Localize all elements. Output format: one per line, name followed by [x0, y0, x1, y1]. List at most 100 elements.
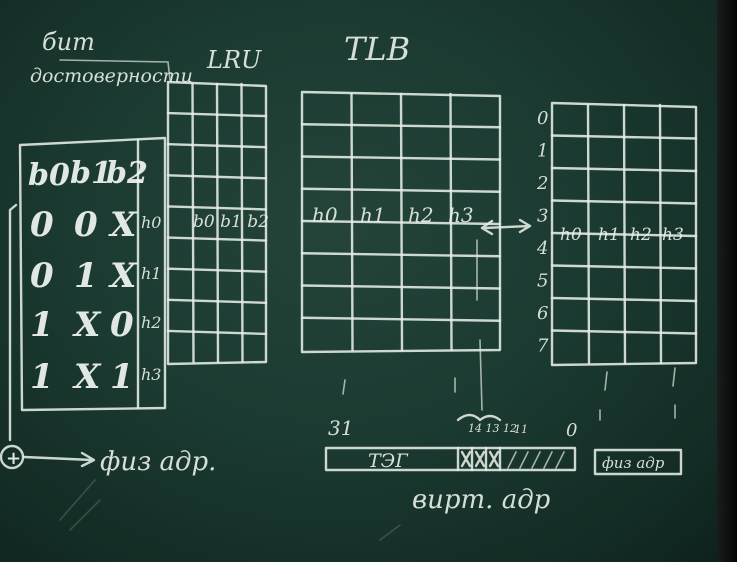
set-grid-col-line — [658, 103, 663, 365]
set-grid-row-line — [550, 329, 698, 335]
lru-row-label: b0 b1 b2 — [193, 212, 269, 232]
tlb-grid — [300, 90, 502, 354]
set-grid-row-line — [550, 296, 698, 303]
truth-b1-fourth: X — [72, 357, 102, 397]
truth-b2-second: X — [108, 256, 138, 296]
set-grid-row-line — [550, 264, 698, 270]
lru-truth-table-frame — [18, 136, 167, 412]
truth-b0-third: 1 — [30, 305, 54, 345]
index-bit-x-marks — [460, 450, 500, 468]
lru-grid-col-line — [240, 82, 244, 364]
board-frame — [717, 0, 737, 562]
virt-addr-label: вирт. адр — [412, 485, 551, 515]
truth-b0-fourth: 1 — [30, 357, 54, 397]
virtual-address-bar — [324, 446, 577, 472]
set-index-2: 2 — [536, 173, 548, 194]
lru-grid-row-line — [166, 174, 268, 180]
set-grid-row-line — [550, 199, 698, 205]
header-b2: b2 — [106, 156, 148, 191]
header-b1: b1 — [70, 156, 112, 191]
header-b0: b0 — [28, 158, 70, 193]
set-grid-row-line — [550, 134, 698, 140]
index-bit-dividers — [456, 446, 502, 472]
cache-set-row: h0 h1 h2 h3 — [560, 225, 684, 245]
set-entry-h1: h1 — [598, 225, 620, 245]
truth-b1-first: 0 — [74, 205, 98, 245]
bit-pointer-line — [59, 59, 171, 81]
truth-h-third: h2 — [141, 313, 161, 332]
tlb-entry-h3: h3 — [448, 203, 474, 227]
lru-grid-row-line — [166, 267, 268, 273]
truth-h-fourth: h3 — [141, 365, 161, 384]
set-entry-h2: h2 — [630, 225, 652, 245]
index-brace — [456, 413, 502, 422]
lru-grid-outline — [166, 80, 268, 366]
validity-label: достоверности — [30, 65, 193, 87]
cache-set-grid — [550, 101, 698, 367]
lru-title: LRU — [206, 46, 262, 74]
set-index-1: 1 — [537, 141, 548, 162]
truth-h-second: h1 — [141, 264, 161, 283]
tlb-grid-row-line — [300, 187, 502, 193]
lru-grid-row-line — [166, 111, 268, 118]
tlb-grid-col-line — [449, 92, 453, 352]
phys-arrow — [22, 451, 96, 468]
tlb-grid-row-line — [300, 219, 502, 226]
lru-grid-col-line — [191, 82, 195, 364]
phys-addr-box — [593, 448, 683, 476]
truth-b2-first: X — [108, 205, 138, 245]
phys-addr-box-label: физ адр — [602, 454, 665, 472]
truth-b0-first: 0 — [30, 205, 54, 245]
tlb-entry-h1: h1 — [360, 203, 386, 227]
tlb-grid-outline — [300, 90, 502, 354]
phys-addr-label: физ адр. — [100, 447, 216, 477]
lru-grid-row-line — [166, 143, 268, 149]
truth-b1-second: 1 — [74, 256, 98, 296]
dash-marks — [342, 367, 676, 421]
truth-b2-third: 0 — [110, 305, 134, 345]
lru-grid — [166, 80, 268, 366]
set-grid-row-line — [550, 231, 698, 238]
set-index-column: 0 1 2 3 4 5 6 7 — [536, 108, 549, 357]
set-index-4: 4 — [536, 238, 548, 259]
set-entry-h0: h0 — [560, 225, 582, 245]
offset-hatching — [507, 451, 565, 469]
tlb-grid-row-line — [300, 155, 502, 161]
lru-grid-row-line — [166, 298, 268, 304]
bus-line — [8, 203, 18, 442]
bit-0: 0 — [566, 420, 577, 441]
set-index-6: 6 — [537, 303, 548, 324]
bit-11: 11 — [514, 423, 528, 436]
tlb-entry-h0: h0 — [312, 203, 338, 227]
chalk-smudges — [59, 479, 401, 541]
tlb-grid-row-line — [300, 252, 502, 258]
set-index-3: 3 — [537, 206, 548, 227]
sum-symbol: + — [6, 448, 21, 469]
set-entry-h3: h3 — [662, 225, 684, 245]
set-index-7: 7 — [537, 336, 549, 357]
bit-label: бит — [42, 28, 95, 56]
lru-grid-row-line — [166, 236, 268, 242]
tag-label: ТЭГ — [368, 450, 409, 472]
set-index-5: 5 — [537, 271, 548, 292]
set-grid-outline — [550, 101, 698, 367]
truth-table-header: b0 b1 b2 — [28, 156, 148, 193]
bits-14-12: 14 13 12 — [468, 422, 517, 435]
lru-grid-col-line — [215, 82, 220, 364]
truth-h-first: h0 — [141, 213, 161, 232]
tlb-grid-row-line — [300, 123, 502, 129]
set-grid-row-line — [550, 166, 698, 173]
bit-pointer-line-2 — [476, 239, 483, 411]
tlb-grid-row-line — [300, 284, 502, 290]
tlb-grid-row-line — [300, 316, 502, 322]
set-index-0: 0 — [537, 108, 548, 129]
truth-b1-third: X — [72, 305, 102, 345]
truth-b2-fourth: 1 — [110, 357, 134, 397]
tlb-title: TLB — [344, 30, 410, 68]
lru-grid-row-line — [166, 329, 268, 336]
truth-b0-second: 0 — [30, 256, 54, 296]
